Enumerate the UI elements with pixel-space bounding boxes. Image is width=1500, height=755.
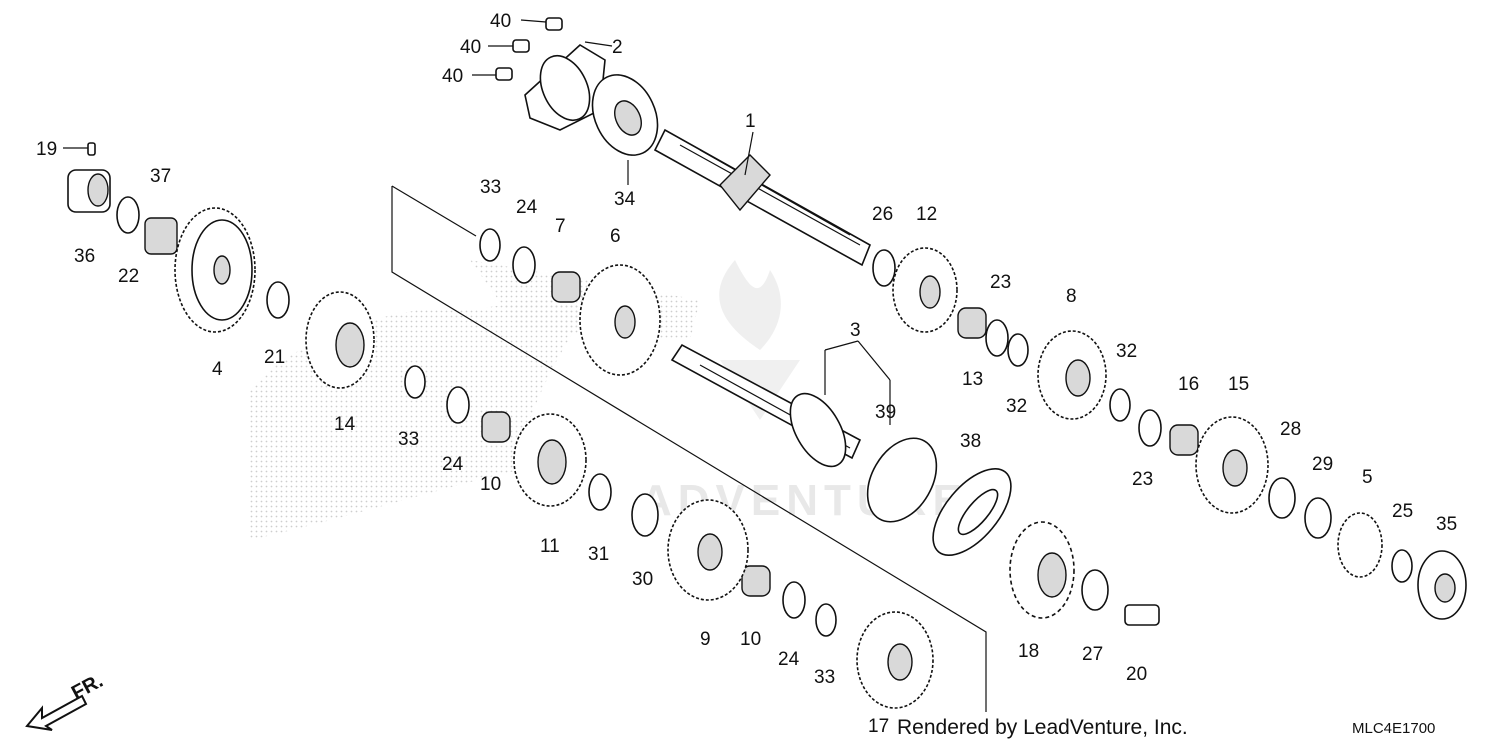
part-26-washer[interactable]	[872, 249, 896, 287]
callout-34: 34	[614, 189, 636, 210]
callout-1: 1	[745, 111, 756, 132]
part-13-bushing[interactable]	[957, 307, 987, 339]
callout-labels: 1 2 3 4 5 6 7 8 9 10 11 12 13 14 15 16 1…	[36, 11, 1457, 737]
callout-3: 3	[850, 320, 861, 341]
callout-20: 20	[1126, 664, 1147, 685]
callout-40-a: 40	[490, 11, 511, 32]
part-17-gear[interactable]	[856, 611, 934, 709]
part-5-gear[interactable]	[1337, 512, 1383, 578]
callout-33-a: 33	[480, 177, 501, 198]
part-32-circlip[interactable]	[1007, 333, 1131, 422]
callout-38: 38	[960, 431, 981, 452]
callout-10-a: 10	[480, 474, 501, 495]
callout-2: 2	[612, 37, 623, 58]
callout-26: 26	[872, 204, 893, 225]
leader-lines	[63, 19, 891, 425]
front-direction-arrow-icon: FR.	[25, 670, 107, 731]
callout-25: 25	[1392, 501, 1413, 522]
part-3-shaft[interactable]	[670, 343, 862, 476]
callout-4: 4	[212, 359, 223, 380]
part-12-gear[interactable]	[892, 247, 958, 333]
part-25-washer[interactable]	[1391, 549, 1413, 583]
part-23-washer[interactable]	[985, 319, 1162, 447]
callout-36: 36	[74, 246, 95, 267]
callout-40-c: 40	[442, 66, 463, 87]
callout-33-b: 33	[398, 429, 419, 450]
part-38-seal[interactable]	[919, 455, 1026, 568]
part-7-bushing[interactable]	[551, 271, 581, 303]
part-8-gear[interactable]	[1037, 330, 1107, 420]
part-15-gear[interactable]	[1195, 416, 1269, 514]
part-4-gear[interactable]	[174, 207, 256, 333]
part-2-plate[interactable]	[524, 44, 606, 131]
callout-24-c: 24	[778, 649, 800, 670]
callout-10-b: 10	[740, 629, 761, 650]
part-10-bushing[interactable]	[481, 411, 771, 597]
part-14-gear[interactable]	[305, 291, 375, 389]
callout-14: 14	[334, 414, 356, 435]
callout-39: 39	[875, 402, 896, 423]
part-11-gear[interactable]	[513, 413, 587, 507]
callout-15: 15	[1228, 374, 1249, 395]
callout-37: 37	[150, 166, 171, 187]
callout-8: 8	[1066, 286, 1077, 307]
render-credit: Rendered by LeadVenture, Inc.	[897, 716, 1188, 739]
callout-33-c: 33	[814, 667, 835, 688]
callout-17: 17	[868, 716, 889, 737]
callout-23-b: 23	[1132, 469, 1153, 490]
callout-30: 30	[632, 569, 653, 590]
callout-9: 9	[700, 629, 711, 650]
callout-24-a: 24	[516, 197, 538, 218]
callout-23-a: 23	[990, 272, 1011, 293]
part-27-washer[interactable]	[1081, 569, 1109, 611]
callout-18: 18	[1018, 641, 1039, 662]
callout-21: 21	[264, 347, 285, 368]
part-6-gear[interactable]	[579, 264, 661, 376]
callout-32-a: 32	[1006, 396, 1027, 417]
part-21-washer[interactable]	[266, 281, 290, 319]
diagram-code: MLC4E1700	[1352, 720, 1436, 737]
callout-6: 6	[610, 226, 621, 247]
part-36-bearing[interactable]	[67, 169, 111, 213]
part-29-washer[interactable]	[1304, 497, 1332, 539]
callout-24-b: 24	[442, 454, 464, 475]
part-37-bearing[interactable]	[144, 217, 178, 255]
callout-40-b: 40	[460, 37, 481, 58]
part-33-circlip[interactable]	[404, 228, 837, 637]
callout-11: 11	[540, 536, 560, 557]
callout-12: 12	[916, 204, 937, 225]
direction-label: FR.	[68, 670, 107, 705]
callout-16: 16	[1178, 374, 1199, 395]
callout-32-b: 32	[1116, 341, 1137, 362]
part-22-washer[interactable]	[116, 196, 140, 234]
callout-29: 29	[1312, 454, 1333, 475]
part-1-shaft[interactable]	[653, 128, 872, 267]
part-30-washer[interactable]	[631, 493, 659, 537]
callout-13: 13	[962, 369, 983, 390]
part-35-bearing[interactable]	[1417, 550, 1467, 620]
callout-31: 31	[588, 544, 609, 565]
part-31-washer[interactable]	[588, 473, 612, 511]
callout-7: 7	[555, 216, 566, 237]
part-34-bearing[interactable]	[580, 64, 670, 165]
callout-28: 28	[1280, 419, 1301, 440]
callout-35: 35	[1436, 514, 1457, 535]
part-9-gear[interactable]	[667, 499, 749, 601]
part-28-washer[interactable]	[1268, 477, 1296, 519]
part-20-bolt[interactable]	[1124, 604, 1160, 626]
part-16-bushing[interactable]	[1169, 424, 1199, 456]
callout-19: 19	[36, 139, 57, 160]
part-39-o-ring[interactable]	[854, 426, 951, 534]
part-19-pin[interactable]	[87, 142, 96, 156]
callout-27: 27	[1082, 644, 1103, 665]
callout-5: 5	[1362, 467, 1373, 488]
part-24-washer[interactable]	[446, 246, 806, 619]
callout-22: 22	[118, 266, 139, 287]
part-18-sprocket[interactable]	[1009, 521, 1075, 619]
